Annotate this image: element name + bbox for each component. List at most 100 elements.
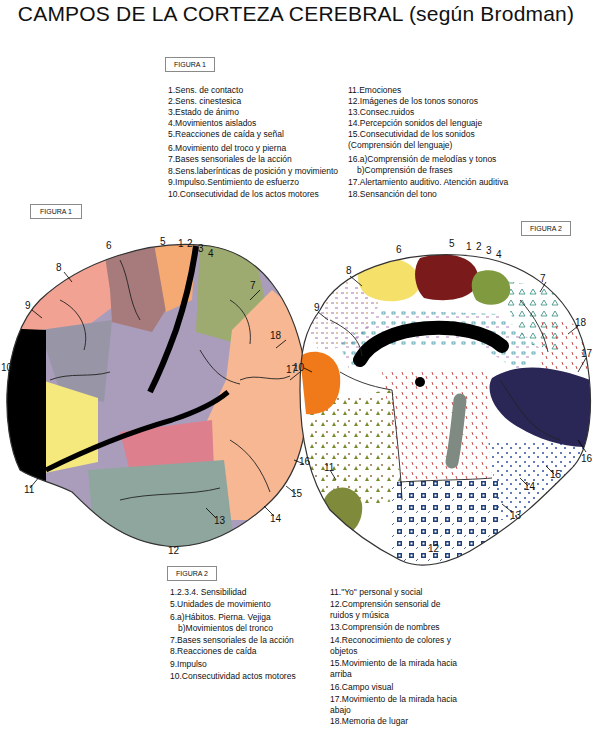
legend-text: 17.Movimiento de la mirada hacia abajo xyxy=(330,694,480,716)
brainstem-strip xyxy=(452,400,460,462)
callout-number: 4 xyxy=(496,249,502,260)
legend-text: 11.Emociones xyxy=(348,85,401,96)
callout-number: 18 xyxy=(575,317,586,328)
callout-number: 4 xyxy=(208,248,214,259)
callout-number: 12 xyxy=(428,543,439,554)
callout-number: 8 xyxy=(56,262,62,273)
leader-line xyxy=(64,272,72,282)
leader-line xyxy=(276,340,286,348)
sulcus-line xyxy=(60,300,86,350)
legend-text: b)Movimientos del tronco xyxy=(178,623,273,634)
callout-number: 13 xyxy=(510,510,521,521)
legend-text: 10.Consecutividad de los actos motores xyxy=(168,189,319,200)
area-14 xyxy=(488,440,592,520)
callout-number: 13 xyxy=(214,515,225,526)
legend-text: 1.2.3.4. Sensibilidad xyxy=(170,587,247,598)
lateral-brain xyxy=(0,230,320,560)
leader-line xyxy=(304,368,312,372)
legend-text: 13.Comprensión de nombres xyxy=(330,622,440,633)
brain-outline xyxy=(7,244,307,546)
area-17 xyxy=(490,367,592,446)
legend-text: 14.Percepción sonidos del lenguaje xyxy=(348,118,482,129)
area-fill xyxy=(296,250,592,575)
sulcus-line xyxy=(50,372,110,380)
sulcus-line xyxy=(230,300,250,344)
area-cingulate xyxy=(340,310,542,372)
legend-text: 16.Campo visual xyxy=(330,682,393,693)
callout-number: 7 xyxy=(250,280,256,291)
leader-line xyxy=(14,370,26,374)
legend-text: 5.Unidades de movimiento xyxy=(170,599,271,610)
callout-number: 10 xyxy=(1,362,12,373)
leader-line xyxy=(578,358,586,372)
callout-number: 7 xyxy=(540,273,546,284)
callout-number: 3 xyxy=(198,243,204,254)
commissure xyxy=(415,377,425,387)
legend-text: 4.Movimientos aislados xyxy=(168,118,256,129)
callout-number: 17 xyxy=(581,348,592,359)
callout-number: 5 xyxy=(160,236,166,247)
legend-text: 15.Movimiento de la mirada hacia arriba xyxy=(330,658,480,680)
sulci xyxy=(330,300,560,500)
callout-number: 12 xyxy=(168,545,179,556)
sulcus-line xyxy=(330,320,362,356)
callout-number: 1 xyxy=(178,238,184,249)
area-4 xyxy=(472,270,510,304)
figure-tag-text: FIGURA 2 xyxy=(168,567,216,580)
legend-text: 13.Consec.ruidos xyxy=(348,107,414,118)
sulci xyxy=(50,260,290,500)
callout-number: 11 xyxy=(324,462,334,473)
leader-line xyxy=(32,310,42,318)
sulcus-line xyxy=(340,372,392,390)
callout-number: 2 xyxy=(476,241,482,252)
legend-text: 2.Sens. cinestesica xyxy=(168,96,241,107)
sulcus-line xyxy=(500,380,560,440)
brain-outline xyxy=(300,255,590,565)
legend-text: 6.Movimiento del troco y pierna xyxy=(168,143,286,154)
sulcus-line xyxy=(120,488,220,500)
corpus-callosum xyxy=(360,328,502,360)
figure-tag-text: FIGURA 2 xyxy=(522,222,570,235)
leader-line xyxy=(578,440,586,452)
callout-number: 18 xyxy=(270,330,281,341)
area-13 xyxy=(392,478,500,575)
sulcus-line xyxy=(200,350,240,384)
legend-text: 3.Estado de ánimo xyxy=(168,107,239,118)
sulcus-line xyxy=(520,300,548,352)
legend-text: 18.Sensanción del tono xyxy=(348,189,437,200)
central-sulcus xyxy=(150,246,196,392)
callout-number: 6 xyxy=(396,244,402,255)
legend-text: 18.Memoria de lugar xyxy=(330,716,408,727)
legend-text: 9.Impulso.Sentimiento de esfuerzo xyxy=(168,177,299,188)
leader-line xyxy=(350,276,362,286)
legend-text: 6.a)Hábitos. Pierna. Vejiga xyxy=(170,612,271,623)
callout-number: 5 xyxy=(449,238,455,249)
area-fill xyxy=(0,230,320,560)
figure-tag: FIGURA 1 xyxy=(165,57,215,72)
legend-text: 11."Yo" personal y social xyxy=(330,587,423,598)
legend-text: 12.Comprensión sensorial de ruidos y mús… xyxy=(330,599,462,621)
callout-number: 1 xyxy=(466,241,472,252)
figure-tag: FIGURA 2 xyxy=(167,566,217,581)
callout-number: 10 xyxy=(293,362,304,373)
callout-number: 11 xyxy=(24,484,34,495)
legend-text: 7.Bases sensoriales de la acción xyxy=(168,154,292,165)
figure-tag: FIGURA 2 xyxy=(521,221,571,236)
legend-text: 5.Reacciones de caída y señal xyxy=(168,129,284,140)
callout-number: 16 xyxy=(299,456,310,467)
leader-line xyxy=(250,290,260,300)
figure-tag: FIGURA 1 xyxy=(30,204,82,219)
callout-number: 9 xyxy=(314,302,320,313)
area-5 xyxy=(415,255,478,301)
area-11-green xyxy=(321,488,362,536)
sulcus-line xyxy=(240,376,290,380)
callout-number: 3 xyxy=(486,245,492,256)
legend-text: 17.Alertamiento auditivo. Atención audit… xyxy=(348,177,508,188)
legend-text: 14.Reconocimiento de colores y objetos xyxy=(330,635,462,657)
sulcus-line xyxy=(400,478,492,482)
callout-number: 15 xyxy=(550,469,561,480)
legend-text: 8.Reacciones de caída xyxy=(170,646,256,657)
callout-number: 8 xyxy=(346,265,352,276)
legend-text: 8.Sens.laberínticas de posición y movimi… xyxy=(168,166,338,177)
